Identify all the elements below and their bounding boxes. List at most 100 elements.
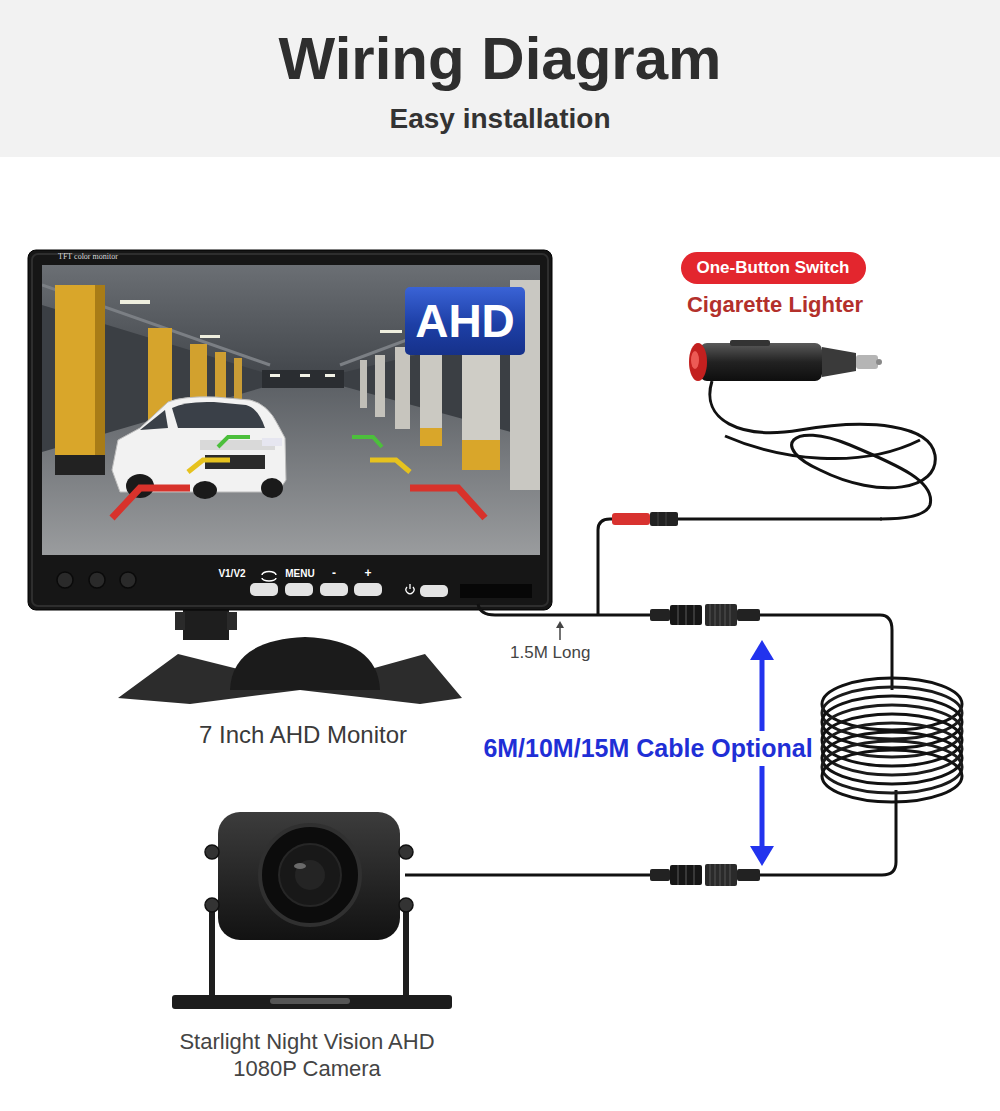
length-pointer xyxy=(556,621,564,640)
monitor-illustration xyxy=(460,584,532,598)
monitor-illustration xyxy=(262,572,276,576)
camera-illustration xyxy=(209,900,215,997)
monitor-illustration xyxy=(120,572,136,588)
button-label: V1/V2 xyxy=(218,568,245,580)
screen-image xyxy=(112,488,190,518)
camera-illustration xyxy=(294,863,306,869)
monitor-illustration xyxy=(175,612,185,630)
subtitle: Easy installation xyxy=(390,102,611,136)
format-badge-text: AHD xyxy=(415,295,515,348)
screen-image xyxy=(172,402,265,428)
camera-illustration xyxy=(270,998,350,1004)
screen-image xyxy=(193,481,217,499)
monitor-illustration xyxy=(354,583,382,596)
screen-image xyxy=(218,437,250,447)
cigarette-lighter-plug xyxy=(822,347,856,377)
camera-illustration xyxy=(205,898,219,912)
screen-image xyxy=(352,437,382,447)
camera-illustration xyxy=(279,844,341,906)
power-connector xyxy=(658,512,659,526)
screen-image xyxy=(375,355,385,417)
monitor-brand-text: TFT color monitor xyxy=(58,252,118,262)
monitor-illustration xyxy=(409,584,410,589)
monitor-illustration xyxy=(32,254,548,606)
page-title: Wiring Diagram xyxy=(0,26,1000,92)
camera-illustration xyxy=(172,995,452,1009)
camera-illustration xyxy=(403,900,409,997)
screen-image xyxy=(42,265,540,555)
length-pointer xyxy=(556,621,564,628)
monitor-illustration xyxy=(250,583,278,596)
button-label: + xyxy=(364,566,371,581)
cigarette-lighter-plug xyxy=(689,340,935,519)
cigarette-lighter-plug xyxy=(710,381,935,519)
screen-image xyxy=(261,478,283,498)
monitor-illustration xyxy=(420,585,448,597)
cable xyxy=(678,518,882,521)
cigarette-lighter-plug xyxy=(691,351,699,369)
screen-image xyxy=(95,285,105,475)
power-connector xyxy=(612,513,650,525)
power-connector xyxy=(650,512,678,526)
double-arrow xyxy=(750,640,774,660)
part-name: 7 Inch AHD Monitor xyxy=(199,720,407,749)
monitor-illustration xyxy=(320,583,348,596)
screen-image xyxy=(188,460,230,472)
screen-image xyxy=(420,428,442,446)
button-label: MENU xyxy=(285,568,314,580)
camera-illustration xyxy=(205,845,219,859)
aviation-connector xyxy=(650,604,760,626)
switch-pill-text: One-Button Switch xyxy=(697,258,850,278)
header-band xyxy=(0,0,1000,157)
screen-image xyxy=(55,285,105,475)
format-badge: AHD xyxy=(405,287,525,355)
cable-length: 1.5M Long xyxy=(510,643,590,664)
screen-image xyxy=(140,410,168,430)
cigarette-lighter-plug xyxy=(700,343,822,381)
camera-illustration xyxy=(399,898,413,912)
cable-coil xyxy=(822,750,962,802)
camera-illustration xyxy=(260,825,360,925)
screen-image xyxy=(395,347,410,429)
screen-image xyxy=(120,300,150,304)
button-label: - xyxy=(332,566,336,581)
monitor-illustration xyxy=(28,250,552,610)
double-arrow xyxy=(750,846,774,866)
camera-illustration xyxy=(172,812,452,1009)
monitor-illustration xyxy=(227,612,237,630)
cigarette-lighter-plug xyxy=(730,340,770,346)
monitor-illustration xyxy=(262,578,276,581)
cable xyxy=(405,519,896,875)
length-pointer xyxy=(559,626,561,640)
part-name: Starlight Night Vision AHD 1080P Camera xyxy=(167,1029,447,1083)
monitor-illustration xyxy=(28,250,552,704)
screen-image xyxy=(300,374,310,377)
monitor-illustration xyxy=(285,583,313,596)
switch-pill: One-Button Switch xyxy=(681,252,866,284)
camera-illustration xyxy=(399,845,413,859)
cigarette-lighter-plug xyxy=(856,355,878,369)
screen-image xyxy=(262,438,282,446)
cable xyxy=(598,519,614,615)
cigarette-lighter-plug xyxy=(876,359,882,365)
screen-image xyxy=(262,370,344,388)
cable-coil xyxy=(822,678,962,802)
screen-image xyxy=(370,460,410,472)
monitor-illustration xyxy=(42,265,540,555)
screen-image xyxy=(410,488,485,518)
screen-image xyxy=(325,374,335,377)
cable xyxy=(478,604,652,615)
cable-option-note: 6M/10M/15M Cable Optional xyxy=(477,731,818,766)
screen-image xyxy=(270,374,280,377)
cable xyxy=(405,874,650,877)
screen-image xyxy=(380,330,402,333)
screen-image xyxy=(200,335,220,338)
part-name: Cigarette Lighter xyxy=(687,292,863,319)
screen-image xyxy=(462,440,500,470)
camera-illustration xyxy=(295,860,325,890)
monitor-illustration xyxy=(89,572,105,588)
monitor-illustration xyxy=(57,572,73,588)
monitor-illustration xyxy=(230,637,380,690)
